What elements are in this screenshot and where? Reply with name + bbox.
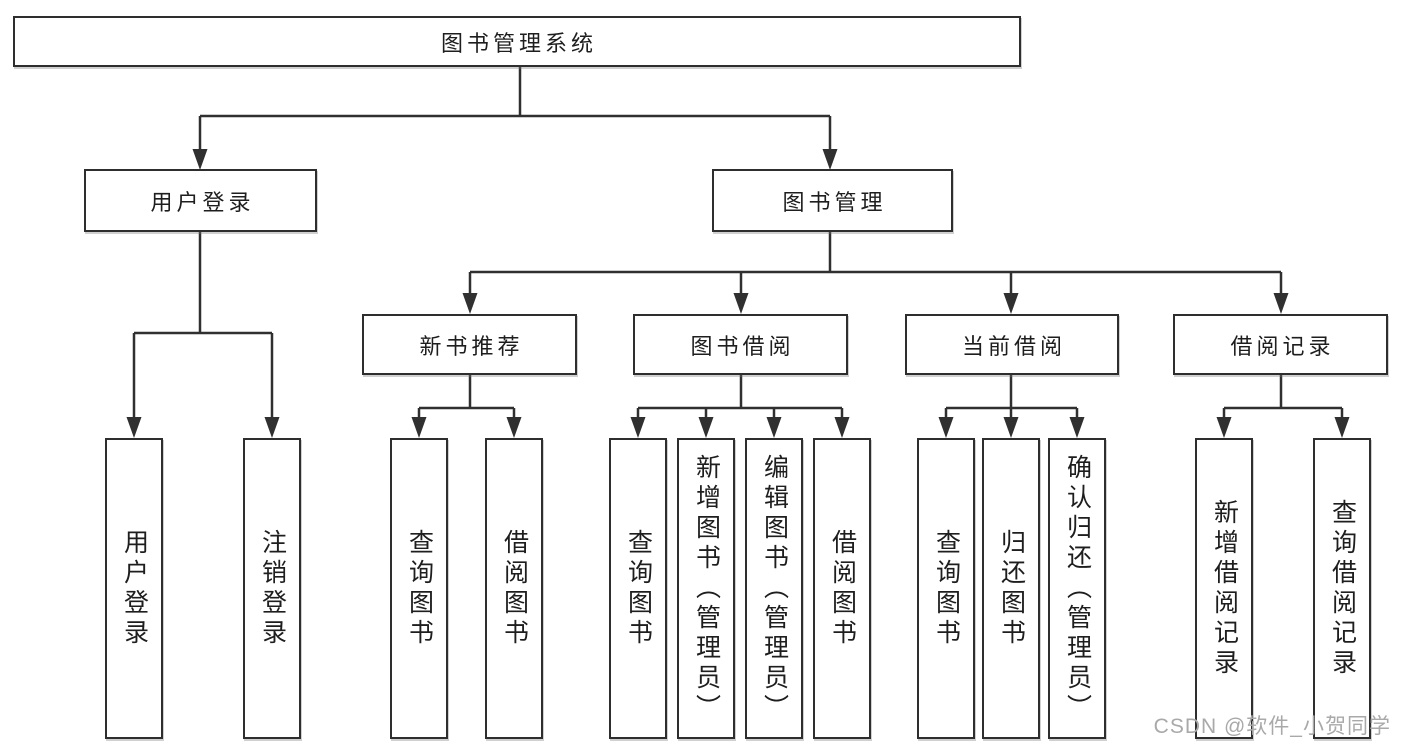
node-book-borrow-label: 图书借阅 xyxy=(690,333,795,359)
leaf-logout: 注销登录 xyxy=(243,438,301,739)
leaf-add-borrow-record: 新增借阅记录 xyxy=(1195,438,1253,739)
connector-book-management-to-level3 xyxy=(462,232,1289,314)
leaf-newbook-query-books: 查询图书 xyxy=(390,438,448,739)
connector-root-to-level2 xyxy=(192,67,838,170)
leaf-newbook-query-books-label: 查询图书 xyxy=(405,528,434,649)
leaf-logout-label: 注销登录 xyxy=(258,528,287,649)
node-book-management: 图书管理 xyxy=(712,169,953,232)
leaf-confirm-return-admin: 确认归还（管理员） xyxy=(1048,438,1106,739)
leaf-query-borrow-record: 查询借阅记录 xyxy=(1313,438,1371,739)
node-root-system-label: 图书管理系统 xyxy=(440,30,597,56)
node-user-login: 用户登录 xyxy=(84,169,317,232)
connector-borrow-record-to-leaves xyxy=(1216,375,1350,438)
leaf-current-query-books-label: 查询图书 xyxy=(932,528,961,649)
leaf-add-borrow-record-label: 新增借阅记录 xyxy=(1210,498,1239,679)
leaf-user-login: 用户登录 xyxy=(105,438,163,739)
leaf-confirm-return-admin-label: 确认归还（管理员） xyxy=(1063,453,1092,724)
leaf-current-query-books: 查询图书 xyxy=(917,438,975,739)
leaf-borrow-query-books: 查询图书 xyxy=(609,438,667,739)
node-root-system: 图书管理系统 xyxy=(13,16,1021,67)
leaf-add-books-admin-label: 新增图书（管理员） xyxy=(692,453,721,724)
leaf-newbook-borrow-books: 借阅图书 xyxy=(485,438,543,739)
connector-book-borrow-to-leaves xyxy=(630,375,850,438)
leaf-edit-books-admin-label: 编辑图书（管理员） xyxy=(760,453,789,724)
connector-new-book-to-leaves xyxy=(411,375,522,438)
leaf-edit-books-admin: 编辑图书（管理员） xyxy=(745,438,803,739)
leaf-borrow-books: 借阅图书 xyxy=(813,438,871,739)
node-new-book-recommend: 新书推荐 xyxy=(362,314,577,375)
node-book-management-label: 图书管理 xyxy=(782,189,887,215)
node-new-book-recommend-label: 新书推荐 xyxy=(419,333,524,359)
leaf-newbook-borrow-books-label: 借阅图书 xyxy=(500,528,529,649)
leaf-return-books: 归还图书 xyxy=(982,438,1040,739)
node-borrow-records: 借阅记录 xyxy=(1173,314,1388,375)
leaf-borrow-query-books-label: 查询图书 xyxy=(624,528,653,649)
connector-current-borrow-to-leaves xyxy=(938,375,1085,438)
connector-user-login-to-leaves xyxy=(126,232,280,438)
node-book-borrow: 图书借阅 xyxy=(633,314,848,375)
node-current-borrow-label: 当前借阅 xyxy=(961,333,1066,359)
node-current-borrow: 当前借阅 xyxy=(905,314,1119,375)
leaf-borrow-books-label: 借阅图书 xyxy=(828,528,857,649)
leaf-return-books-label: 归还图书 xyxy=(997,528,1026,649)
node-user-login-label: 用户登录 xyxy=(150,189,255,215)
node-borrow-records-label: 借阅记录 xyxy=(1230,333,1335,359)
leaf-query-borrow-record-label: 查询借阅记录 xyxy=(1328,498,1357,679)
leaf-add-books-admin: 新增图书（管理员） xyxy=(677,438,735,739)
leaf-user-login-label: 用户登录 xyxy=(120,528,149,649)
